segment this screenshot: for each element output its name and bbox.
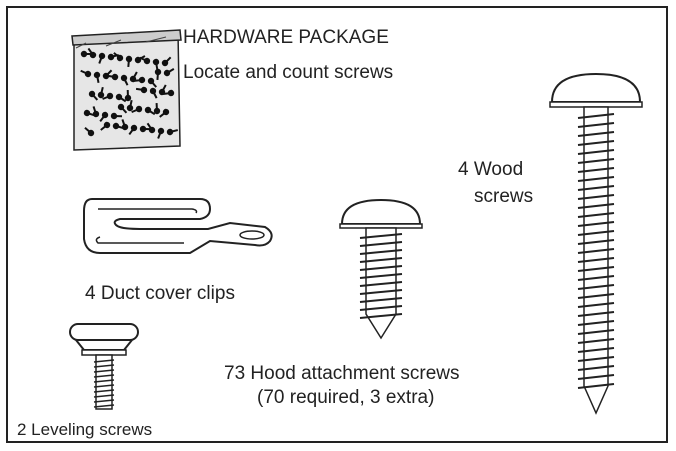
hood-screws-label-line1: 73 Hood attachment screws: [224, 363, 460, 384]
hardware-package-instruction: Locate and count screws: [183, 62, 394, 83]
duct-clips-label: 4 Duct cover clips: [85, 283, 235, 304]
long-wood-screw-icon: [549, 72, 643, 415]
hardware-package-title: HARDWARE PACKAGE: [183, 27, 389, 48]
hood-screws-label-line2: (70 required, 3 extra): [257, 387, 435, 408]
wood-screws-label-line1: 4 Wood: [458, 159, 524, 180]
wood-screws-label-line2: screws: [474, 186, 534, 207]
duct-clip-icon: [83, 198, 273, 254]
leveling-screw-icon: [69, 323, 139, 410]
leveling-screws-label: 2 Leveling screws: [17, 420, 153, 439]
screw-bag-icon: [71, 29, 182, 151]
hood-screw-icon: [339, 198, 423, 340]
